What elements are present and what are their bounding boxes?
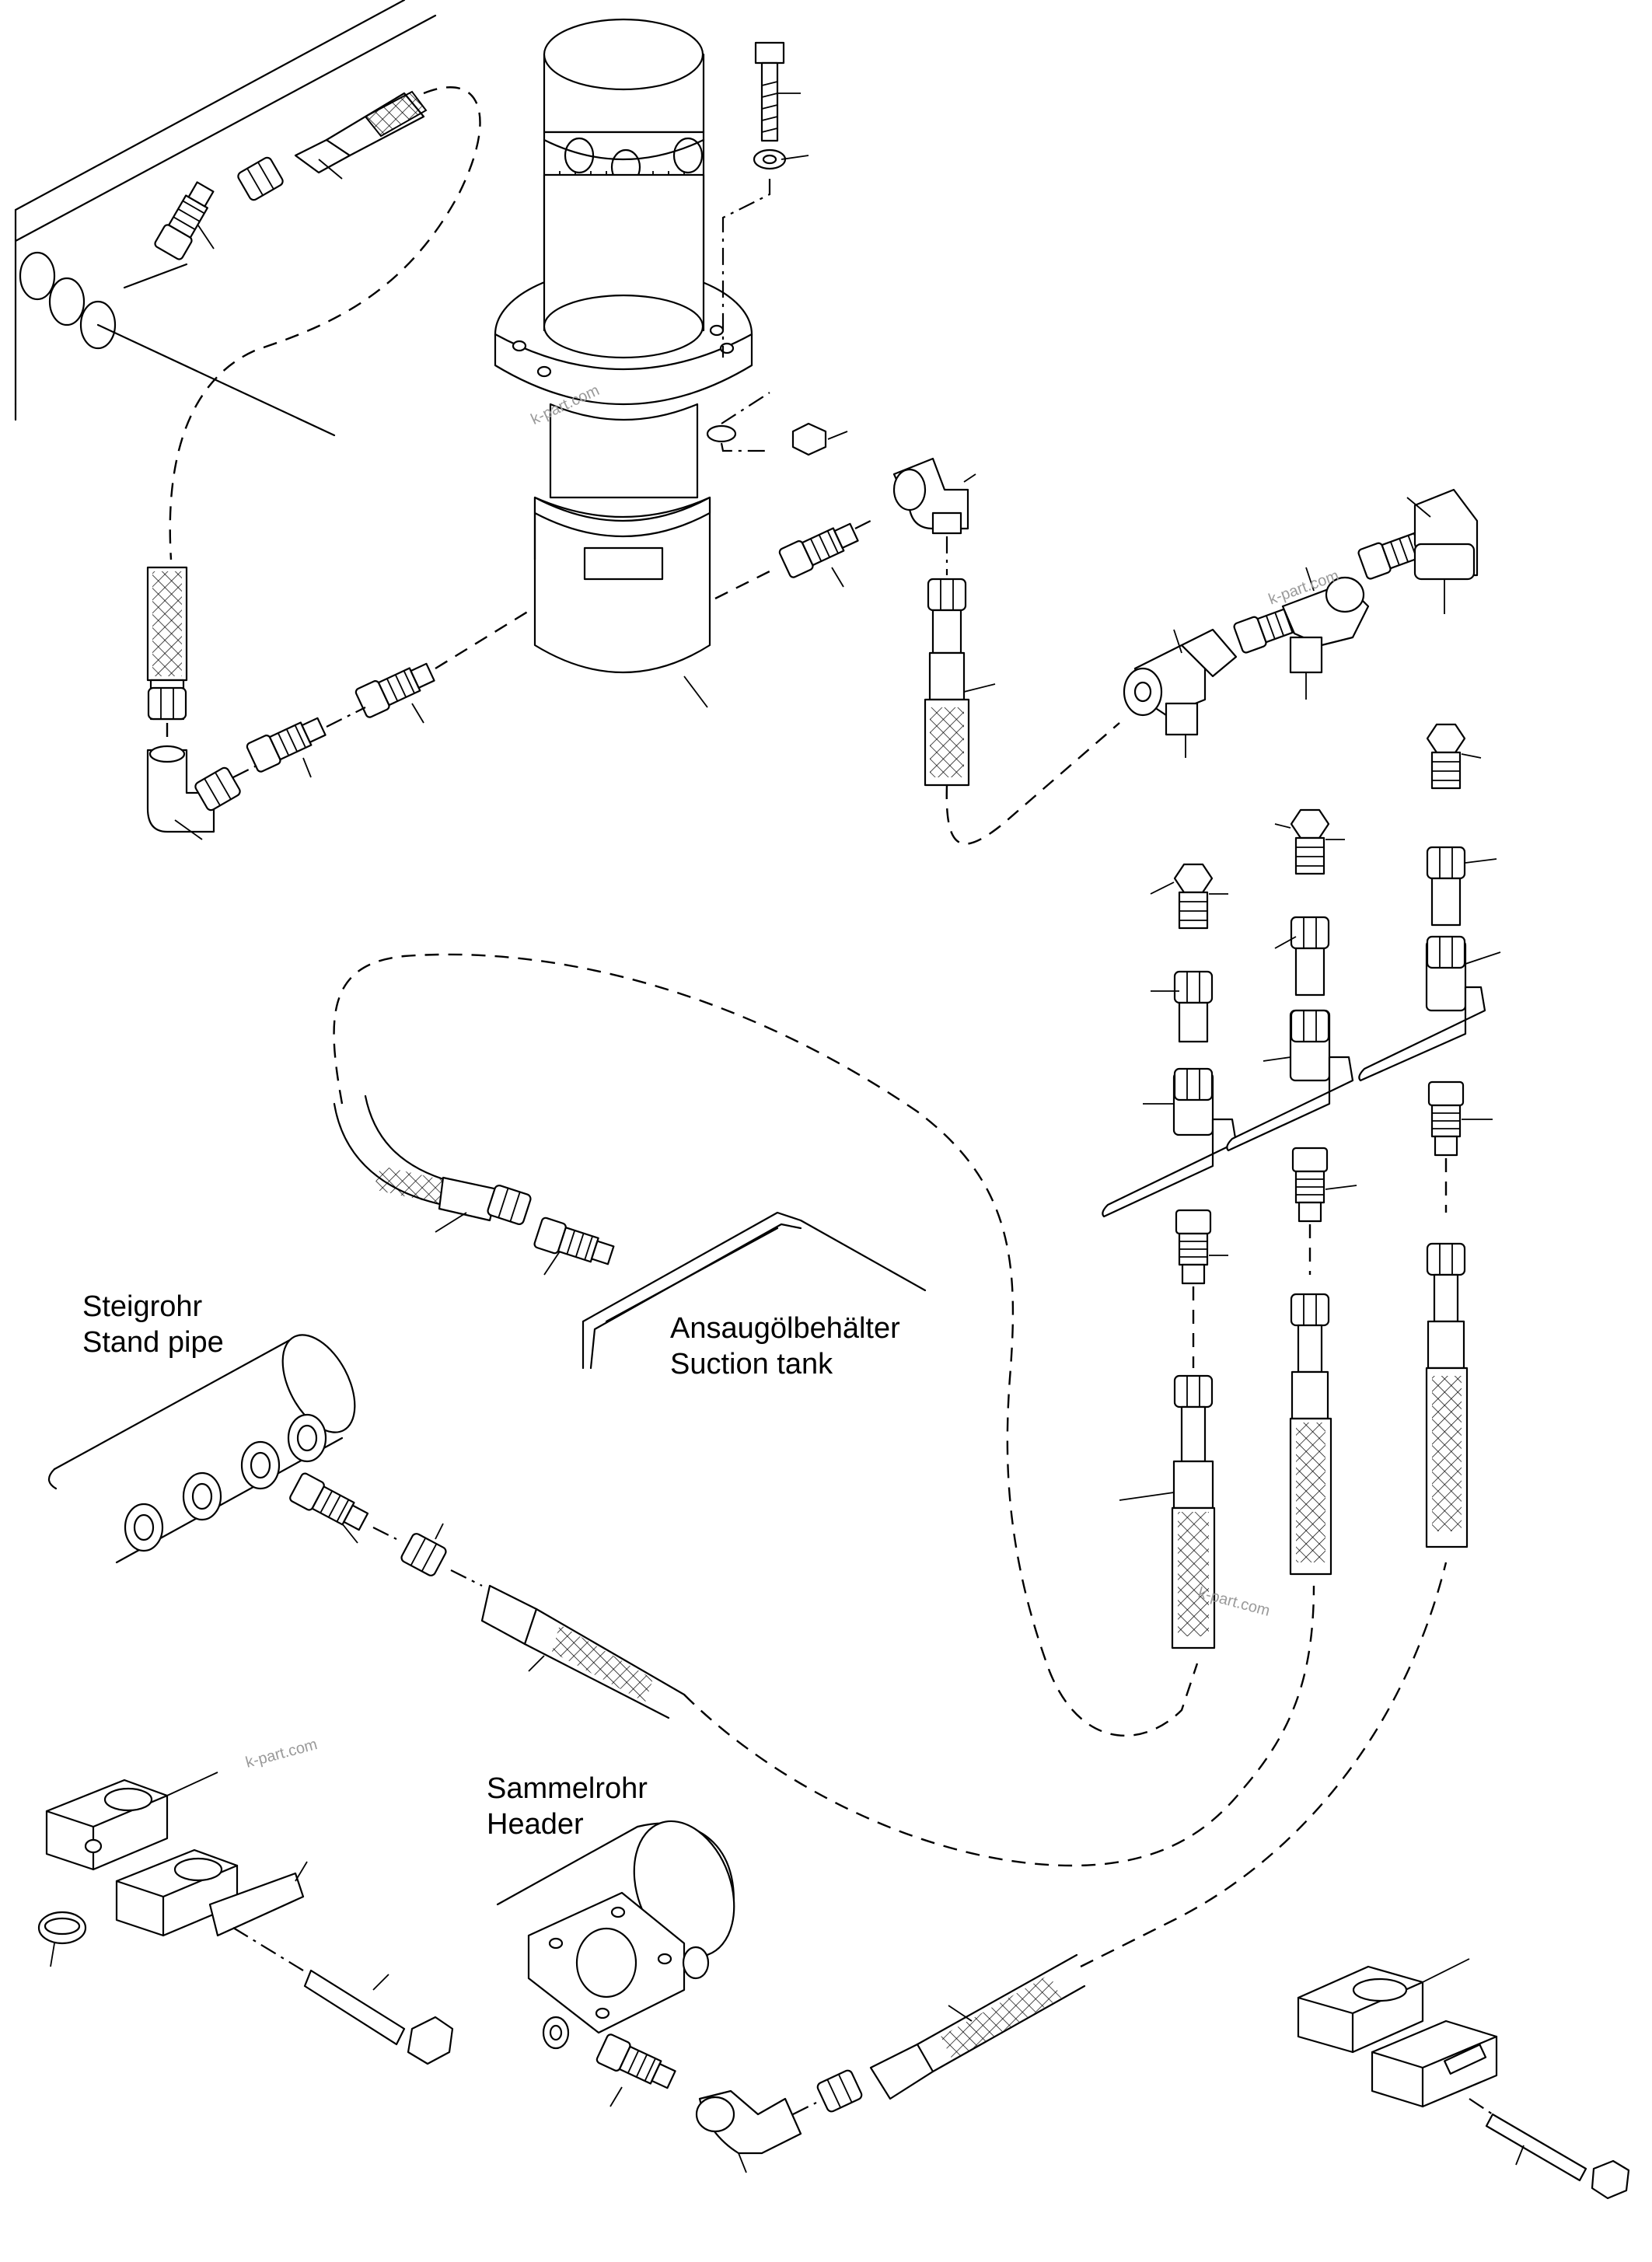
pump-motor: [494, 18, 753, 708]
suction-tank-label-de: Ansaugölbehälter: [670, 1312, 900, 1345]
valve-column-3: [1358, 723, 1501, 1548]
suction-hose: [333, 953, 1199, 1737]
tee-assembly: [1123, 488, 1479, 758]
pump-bolt: [706, 41, 848, 456]
suction-tank-label-en: Suction tank: [670, 1348, 833, 1381]
left-vertical-hose: [146, 566, 243, 840]
stand-pipe: [47, 1334, 686, 1719]
clamp-left: [37, 1772, 454, 2065]
stand-pipe-label-en: Stand pipe: [82, 1326, 224, 1359]
header-pipe: [496, 1562, 1448, 2173]
clamp-right: [1297, 1958, 1630, 2200]
wall-panel: [14, 0, 437, 437]
valve-column-2: [1226, 808, 1357, 1576]
valve-column-1: [1102, 863, 1238, 1649]
header-label-en: Header: [487, 1808, 584, 1841]
suction-tank: [582, 1211, 927, 1370]
top-left-hose-assembly: [123, 86, 481, 560]
return-line: [683, 1585, 1315, 1867]
stand-pipe-label-de: Steigrohr: [82, 1290, 203, 1323]
header-label-de: Sammelrohr: [487, 1772, 648, 1805]
pump-outlet-fittings: [714, 457, 1120, 845]
pump-inlet-fittings: [232, 605, 537, 778]
